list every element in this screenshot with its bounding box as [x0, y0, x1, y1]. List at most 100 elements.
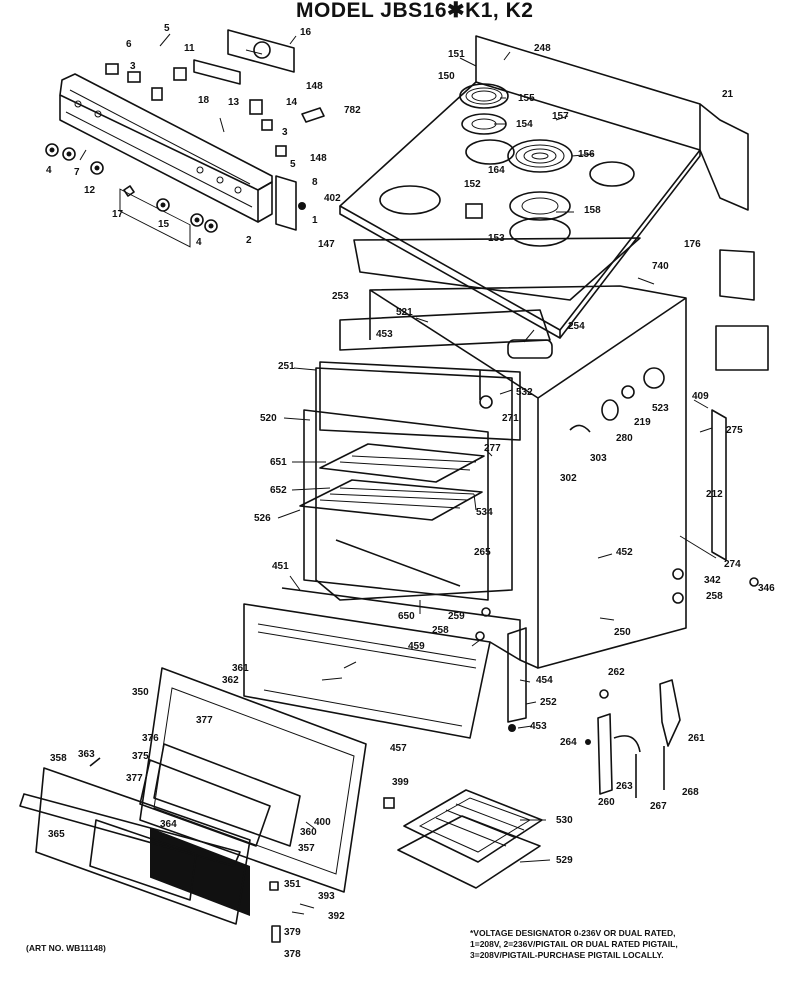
callout-17: 17 [112, 209, 124, 220]
callout-275: 275 [726, 425, 743, 436]
callout-375: 375 [132, 751, 149, 762]
callout-148b: 148 [310, 153, 327, 164]
callout-154: 154 [516, 119, 533, 130]
callout-150: 150 [438, 71, 455, 82]
callout-521: 521 [396, 307, 413, 318]
callout-529: 529 [556, 855, 573, 866]
callout-400: 400 [314, 817, 331, 828]
callout-650: 650 [398, 611, 415, 622]
callout-377: 377 [196, 715, 213, 726]
callout-3: 3 [130, 61, 136, 72]
callout-453b: 453 [530, 721, 547, 732]
callout-258b: 258 [432, 625, 449, 636]
callout-409: 409 [692, 391, 709, 402]
callout-14: 14 [286, 97, 298, 108]
callout-271: 271 [502, 413, 519, 424]
callout-260: 260 [598, 797, 615, 808]
callout-3b: 3 [282, 127, 288, 138]
callout-280: 280 [616, 433, 633, 444]
door-hinges [585, 679, 681, 798]
callout-342: 342 [704, 575, 721, 586]
callout-365: 365 [48, 829, 65, 840]
callout-652: 652 [270, 485, 287, 496]
callout-534: 534 [476, 507, 493, 518]
callout-277: 277 [484, 443, 501, 454]
callout-219: 219 [634, 417, 651, 428]
callout-21: 21 [722, 89, 734, 100]
callout-360: 360 [300, 827, 317, 838]
callout-156: 156 [578, 149, 595, 160]
footnote-line-3: 3=208V/PIGTAIL-PURCHASE PIGTAIL LOCALLY. [470, 950, 664, 960]
callout-264: 264 [560, 737, 577, 748]
callout-268: 268 [682, 787, 699, 798]
callout-362: 362 [222, 675, 239, 686]
callout-176: 176 [684, 239, 701, 250]
callout-147: 147 [318, 239, 335, 250]
callout-361: 361 [232, 663, 249, 674]
callout-302: 302 [560, 473, 577, 484]
callout-16: 16 [300, 27, 312, 38]
callout-274: 274 [724, 559, 741, 570]
callout-454: 454 [536, 675, 553, 686]
callout-148: 148 [306, 81, 323, 92]
callout-248: 248 [534, 43, 551, 54]
callout-1: 1 [312, 215, 318, 226]
callout-262: 262 [608, 667, 625, 678]
callout-378: 378 [284, 949, 301, 960]
leader-lines [159, 33, 713, 915]
callout-351: 351 [284, 879, 301, 890]
callout-530: 530 [556, 815, 573, 826]
callout-451: 451 [272, 561, 289, 572]
callout-402: 402 [324, 193, 341, 204]
footnote-line-2: 1=208V, 2=236V/PIGTAIL OR DUAL RATED PIG… [470, 939, 678, 949]
callout-265: 265 [474, 547, 491, 558]
callout-379: 379 [284, 927, 301, 938]
control-knobs [45, 143, 218, 233]
oven-cabinet [319, 237, 769, 669]
callout-5: 5 [164, 23, 170, 34]
callout-252: 252 [540, 697, 557, 708]
callout-253: 253 [332, 291, 349, 302]
callout-8: 8 [312, 177, 318, 188]
callout-350: 350 [132, 687, 149, 698]
callout-152: 152 [464, 179, 481, 190]
callout-12: 12 [84, 185, 96, 196]
callout-157: 157 [552, 111, 569, 122]
callout-261: 261 [688, 733, 705, 744]
callout-392: 392 [328, 911, 345, 922]
callout-7: 7 [74, 167, 80, 178]
callout-13: 13 [228, 97, 240, 108]
cooktop [339, 35, 749, 339]
surface-units [459, 83, 573, 247]
callout-364: 364 [160, 819, 177, 830]
callout-4b: 4 [196, 237, 202, 248]
callout-11: 11 [184, 43, 195, 54]
callout-2: 2 [246, 235, 252, 246]
control-panel [59, 73, 273, 248]
callout-399: 399 [392, 777, 409, 788]
callout-164: 164 [488, 165, 505, 176]
callout-782: 782 [344, 105, 361, 116]
broiler-pan [397, 789, 543, 889]
callout-267: 267 [650, 801, 667, 812]
callout-151: 151 [448, 49, 465, 60]
callout-363: 363 [78, 749, 95, 760]
switches-and-clock [105, 29, 325, 231]
callout-393: 393 [318, 891, 335, 902]
callout-155: 155 [518, 93, 535, 104]
callout-452: 452 [616, 547, 633, 558]
storage-drawer [243, 587, 527, 739]
footnote-line-1: *VOLTAGE DESIGNATOR 0-236V OR DUAL RATED… [470, 928, 676, 938]
callout-4: 4 [46, 165, 52, 176]
callout-15: 15 [158, 219, 170, 230]
callout-523: 523 [652, 403, 669, 414]
callout-526: 526 [254, 513, 271, 524]
callout-153: 153 [488, 233, 505, 244]
callout-18: 18 [198, 95, 210, 106]
callout-303: 303 [590, 453, 607, 464]
callout-377b: 377 [126, 773, 143, 784]
callout-740: 740 [652, 261, 669, 272]
callout-263: 263 [616, 781, 633, 792]
callout-457: 457 [390, 743, 407, 754]
